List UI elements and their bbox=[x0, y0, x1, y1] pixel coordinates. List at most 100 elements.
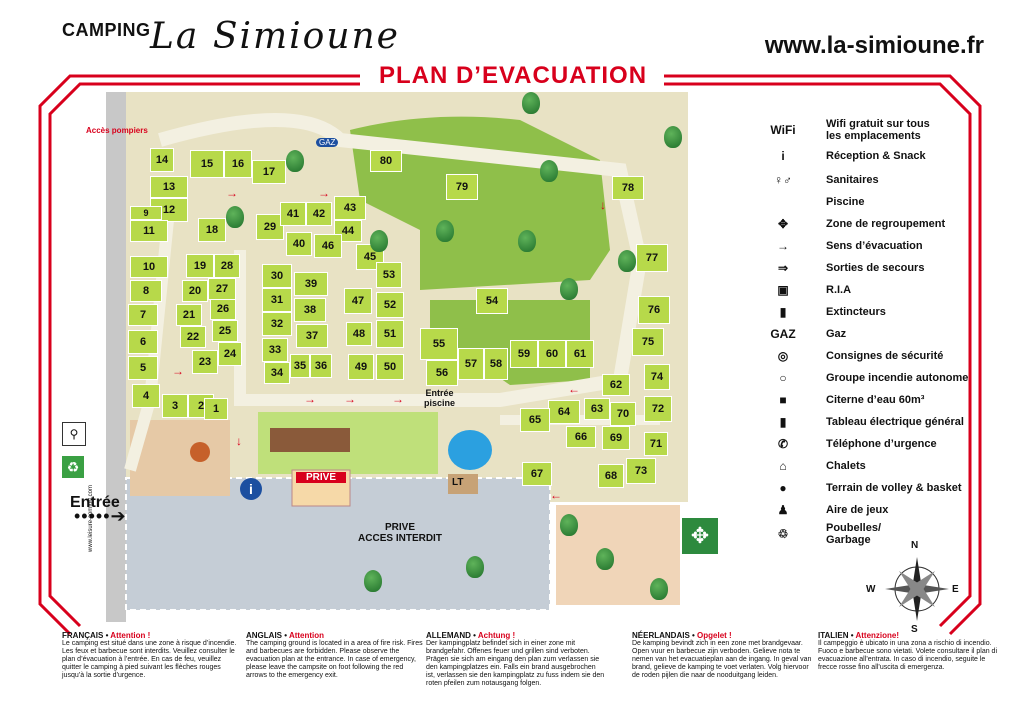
language-text: Il campeggio è ubicato in una zona a ris… bbox=[818, 640, 998, 671]
website-url: www.la-simioune.fr bbox=[764, 32, 984, 59]
plot-33: 33 bbox=[262, 338, 288, 362]
plot-28: 28 bbox=[214, 254, 240, 278]
legend-label: Citerne d’eau 60m³ bbox=[826, 394, 925, 406]
legend-label: Wifi gratuit sur tous les emplacements bbox=[826, 118, 930, 142]
plot-77: 77 bbox=[636, 244, 668, 272]
plot-80: 80 bbox=[370, 150, 402, 172]
plot-57: 57 bbox=[458, 348, 484, 380]
plot-25: 25 bbox=[212, 320, 238, 342]
legend-label: Sanitaires bbox=[826, 174, 879, 186]
evacuation-arrow-icon: → bbox=[172, 364, 184, 378]
evacuation-arrow-icon: → bbox=[226, 186, 238, 200]
legend-label: Tableau électrique général bbox=[826, 416, 964, 428]
plot-69: 69 bbox=[602, 426, 630, 450]
entrance-arrow-icon: •••••➔ bbox=[74, 506, 127, 526]
legend-item: ⌂Chalets bbox=[770, 458, 865, 474]
info-icon: i bbox=[781, 149, 785, 163]
tree-icon bbox=[618, 250, 636, 272]
legend-label: Téléphone d’urgence bbox=[826, 438, 937, 450]
page-title: PLAN D’EVACUATION bbox=[378, 62, 648, 89]
language-block: ITALIEN • Attenzione!Il campeggio è ubic… bbox=[818, 631, 998, 672]
legend-item: ▮ Tableau électrique général bbox=[770, 414, 964, 430]
tree-icon bbox=[540, 160, 558, 182]
legend-label: Poubelles/ Garbage bbox=[826, 522, 882, 546]
language-attention: Attention bbox=[288, 631, 325, 640]
language-text: Der kampingplatz befindet sich in einer … bbox=[426, 640, 605, 687]
tree-icon bbox=[596, 548, 614, 570]
plot-54: 54 bbox=[476, 288, 508, 314]
gas-icon: GAZ bbox=[770, 327, 796, 341]
reception-info-icon: i bbox=[240, 478, 262, 500]
extinguisher-icon: ▮ bbox=[779, 305, 787, 319]
electric-panel-icon: ▮ bbox=[779, 415, 787, 429]
basketball-icon bbox=[190, 442, 210, 462]
lt-label: LT bbox=[452, 477, 464, 488]
compass-rose-icon bbox=[885, 557, 949, 621]
language-attention: Opgelet ! bbox=[697, 631, 732, 640]
emergency-exit-icon: ⇒ bbox=[777, 261, 789, 275]
legend-item: GAZ Gaz bbox=[770, 326, 846, 342]
compass-n: N bbox=[911, 540, 919, 551]
language-block: FRANÇAIS • Attention !Le camping est sit… bbox=[62, 632, 242, 680]
legend-label: Sens d’évacuation bbox=[826, 240, 923, 252]
plot-4: 4 bbox=[132, 384, 160, 408]
evacuation-arrow-icon: → bbox=[344, 392, 356, 406]
legend-item: ■Citerne d’eau 60m³ bbox=[770, 392, 924, 408]
plot-43: 43 bbox=[334, 196, 366, 220]
plot-53: 53 bbox=[376, 262, 402, 288]
plot-17: 17 bbox=[252, 160, 286, 184]
language-attention: Attention ! bbox=[110, 631, 151, 640]
plot-59: 59 bbox=[510, 340, 538, 368]
plot-29: 29 bbox=[256, 214, 284, 240]
fire-hose-icon: ▣ bbox=[777, 283, 789, 297]
plot-19: 19 bbox=[186, 254, 214, 278]
pool-icon bbox=[770, 194, 796, 210]
legend-label: Piscine bbox=[826, 196, 865, 208]
evacuation-arrow-icon: → bbox=[777, 239, 789, 253]
legend-item: → Sens d’évacuation bbox=[770, 238, 923, 254]
evacuation-arrow-icon: ← bbox=[550, 488, 562, 502]
bin-icon: ♲ bbox=[777, 527, 789, 541]
language-attention: Attenzione! bbox=[855, 631, 900, 640]
plot-30: 30 bbox=[262, 264, 292, 288]
compass-e: E bbox=[952, 584, 959, 595]
plot-58: 58 bbox=[484, 348, 508, 380]
gas-label: GAZ bbox=[316, 138, 339, 147]
plot-9: 9 bbox=[130, 206, 162, 220]
language-name: NÉERLANDAIS bbox=[632, 631, 690, 640]
plot-60: 60 bbox=[538, 340, 566, 368]
plot-44: 44 bbox=[334, 220, 362, 242]
plot-14: 14 bbox=[150, 148, 174, 172]
recycling-icon: ♻ bbox=[62, 456, 84, 478]
plot-51: 51 bbox=[376, 320, 404, 348]
legend-item: ○Groupe incendie autonome bbox=[770, 370, 968, 386]
plot-78: 78 bbox=[612, 176, 644, 200]
assembly-point-icon: ✥ bbox=[777, 217, 789, 231]
plot-27: 27 bbox=[208, 278, 236, 300]
plot-13: 13 bbox=[150, 176, 188, 198]
plot-1: 1 bbox=[204, 398, 228, 420]
plot-46: 46 bbox=[314, 234, 342, 258]
entrance-label: Entrée bbox=[70, 494, 120, 511]
plot-79: 79 bbox=[446, 174, 478, 200]
legend-item: ●Terrain de volley & basket bbox=[770, 480, 961, 496]
plot-47: 47 bbox=[344, 288, 372, 314]
legend-label: Sorties de secours bbox=[826, 262, 925, 274]
plot-26: 26 bbox=[210, 298, 236, 320]
plot-40: 40 bbox=[286, 232, 312, 256]
plot-21: 21 bbox=[176, 304, 202, 326]
assembly-point-icon: ✥ bbox=[682, 518, 718, 554]
plot-16: 16 bbox=[224, 150, 252, 178]
plot-6: 6 bbox=[128, 330, 158, 354]
language-name: ANGLAIS bbox=[246, 631, 282, 640]
plot-3: 3 bbox=[162, 394, 188, 418]
emergency-phone-icon: ✆ bbox=[777, 437, 789, 451]
plot-67: 67 bbox=[522, 462, 552, 486]
plot-10: 10 bbox=[130, 256, 168, 278]
plot-31: 31 bbox=[262, 288, 292, 312]
legend-label: Gaz bbox=[826, 328, 847, 340]
plot-52: 52 bbox=[376, 292, 404, 318]
